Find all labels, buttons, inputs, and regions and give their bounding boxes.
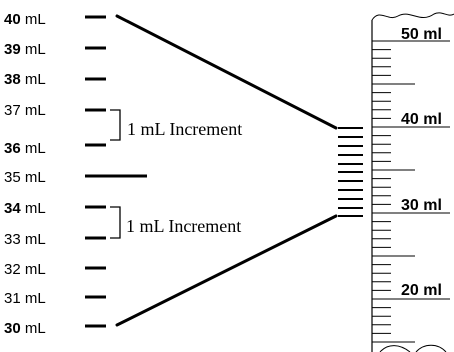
zoom-line-top [115, 14, 338, 130]
upper-bracket [110, 109, 121, 141]
cylinder-label-50: 50 ml [401, 26, 442, 43]
cylinder-label-20: 20 ml [401, 282, 442, 299]
magnified-ticks [338, 127, 363, 217]
scale-label-37: 37 mL [4, 102, 46, 119]
cylinder-rim [371, 12, 454, 21]
enlarged-scale-labels: 40 mL 39 mL 38 mL 37 mL 36 mL 35 mL 34 m… [4, 11, 46, 337]
scale-label-40: 40 mL [4, 11, 46, 28]
graduated-cylinder: 50 ml 40 ml 30 ml 20 ml [371, 12, 454, 352]
scale-label-33: 33 mL [4, 231, 46, 248]
lower-bracket [110, 206, 121, 239]
lower-increment-label: 1 mL Increment [126, 216, 241, 236]
scale-label-36: 36 mL [4, 140, 46, 157]
scale-label-35: 35 mL [4, 169, 46, 186]
zoom-lines [115, 14, 338, 327]
cylinder-graduations [372, 40, 450, 343]
scale-label-32: 32 mL [4, 261, 46, 278]
increment-brackets [110, 109, 121, 239]
zoom-line-bottom [115, 214, 338, 327]
cylinder-label-40: 40 ml [401, 111, 442, 128]
scale-label-34: 34 mL [4, 200, 46, 217]
upper-increment-label: 1 mL Increment [127, 119, 242, 139]
cylinder-label-30: 30 ml [401, 197, 442, 214]
scale-label-30: 30 mL [4, 320, 46, 337]
scale-label-39: 39 mL [4, 41, 46, 58]
enlarged-scale-ticks [85, 15, 147, 328]
scale-label-31: 31 mL [4, 290, 46, 307]
scale-label-38: 38 mL [4, 71, 46, 88]
cylinder-base [379, 344, 447, 352]
